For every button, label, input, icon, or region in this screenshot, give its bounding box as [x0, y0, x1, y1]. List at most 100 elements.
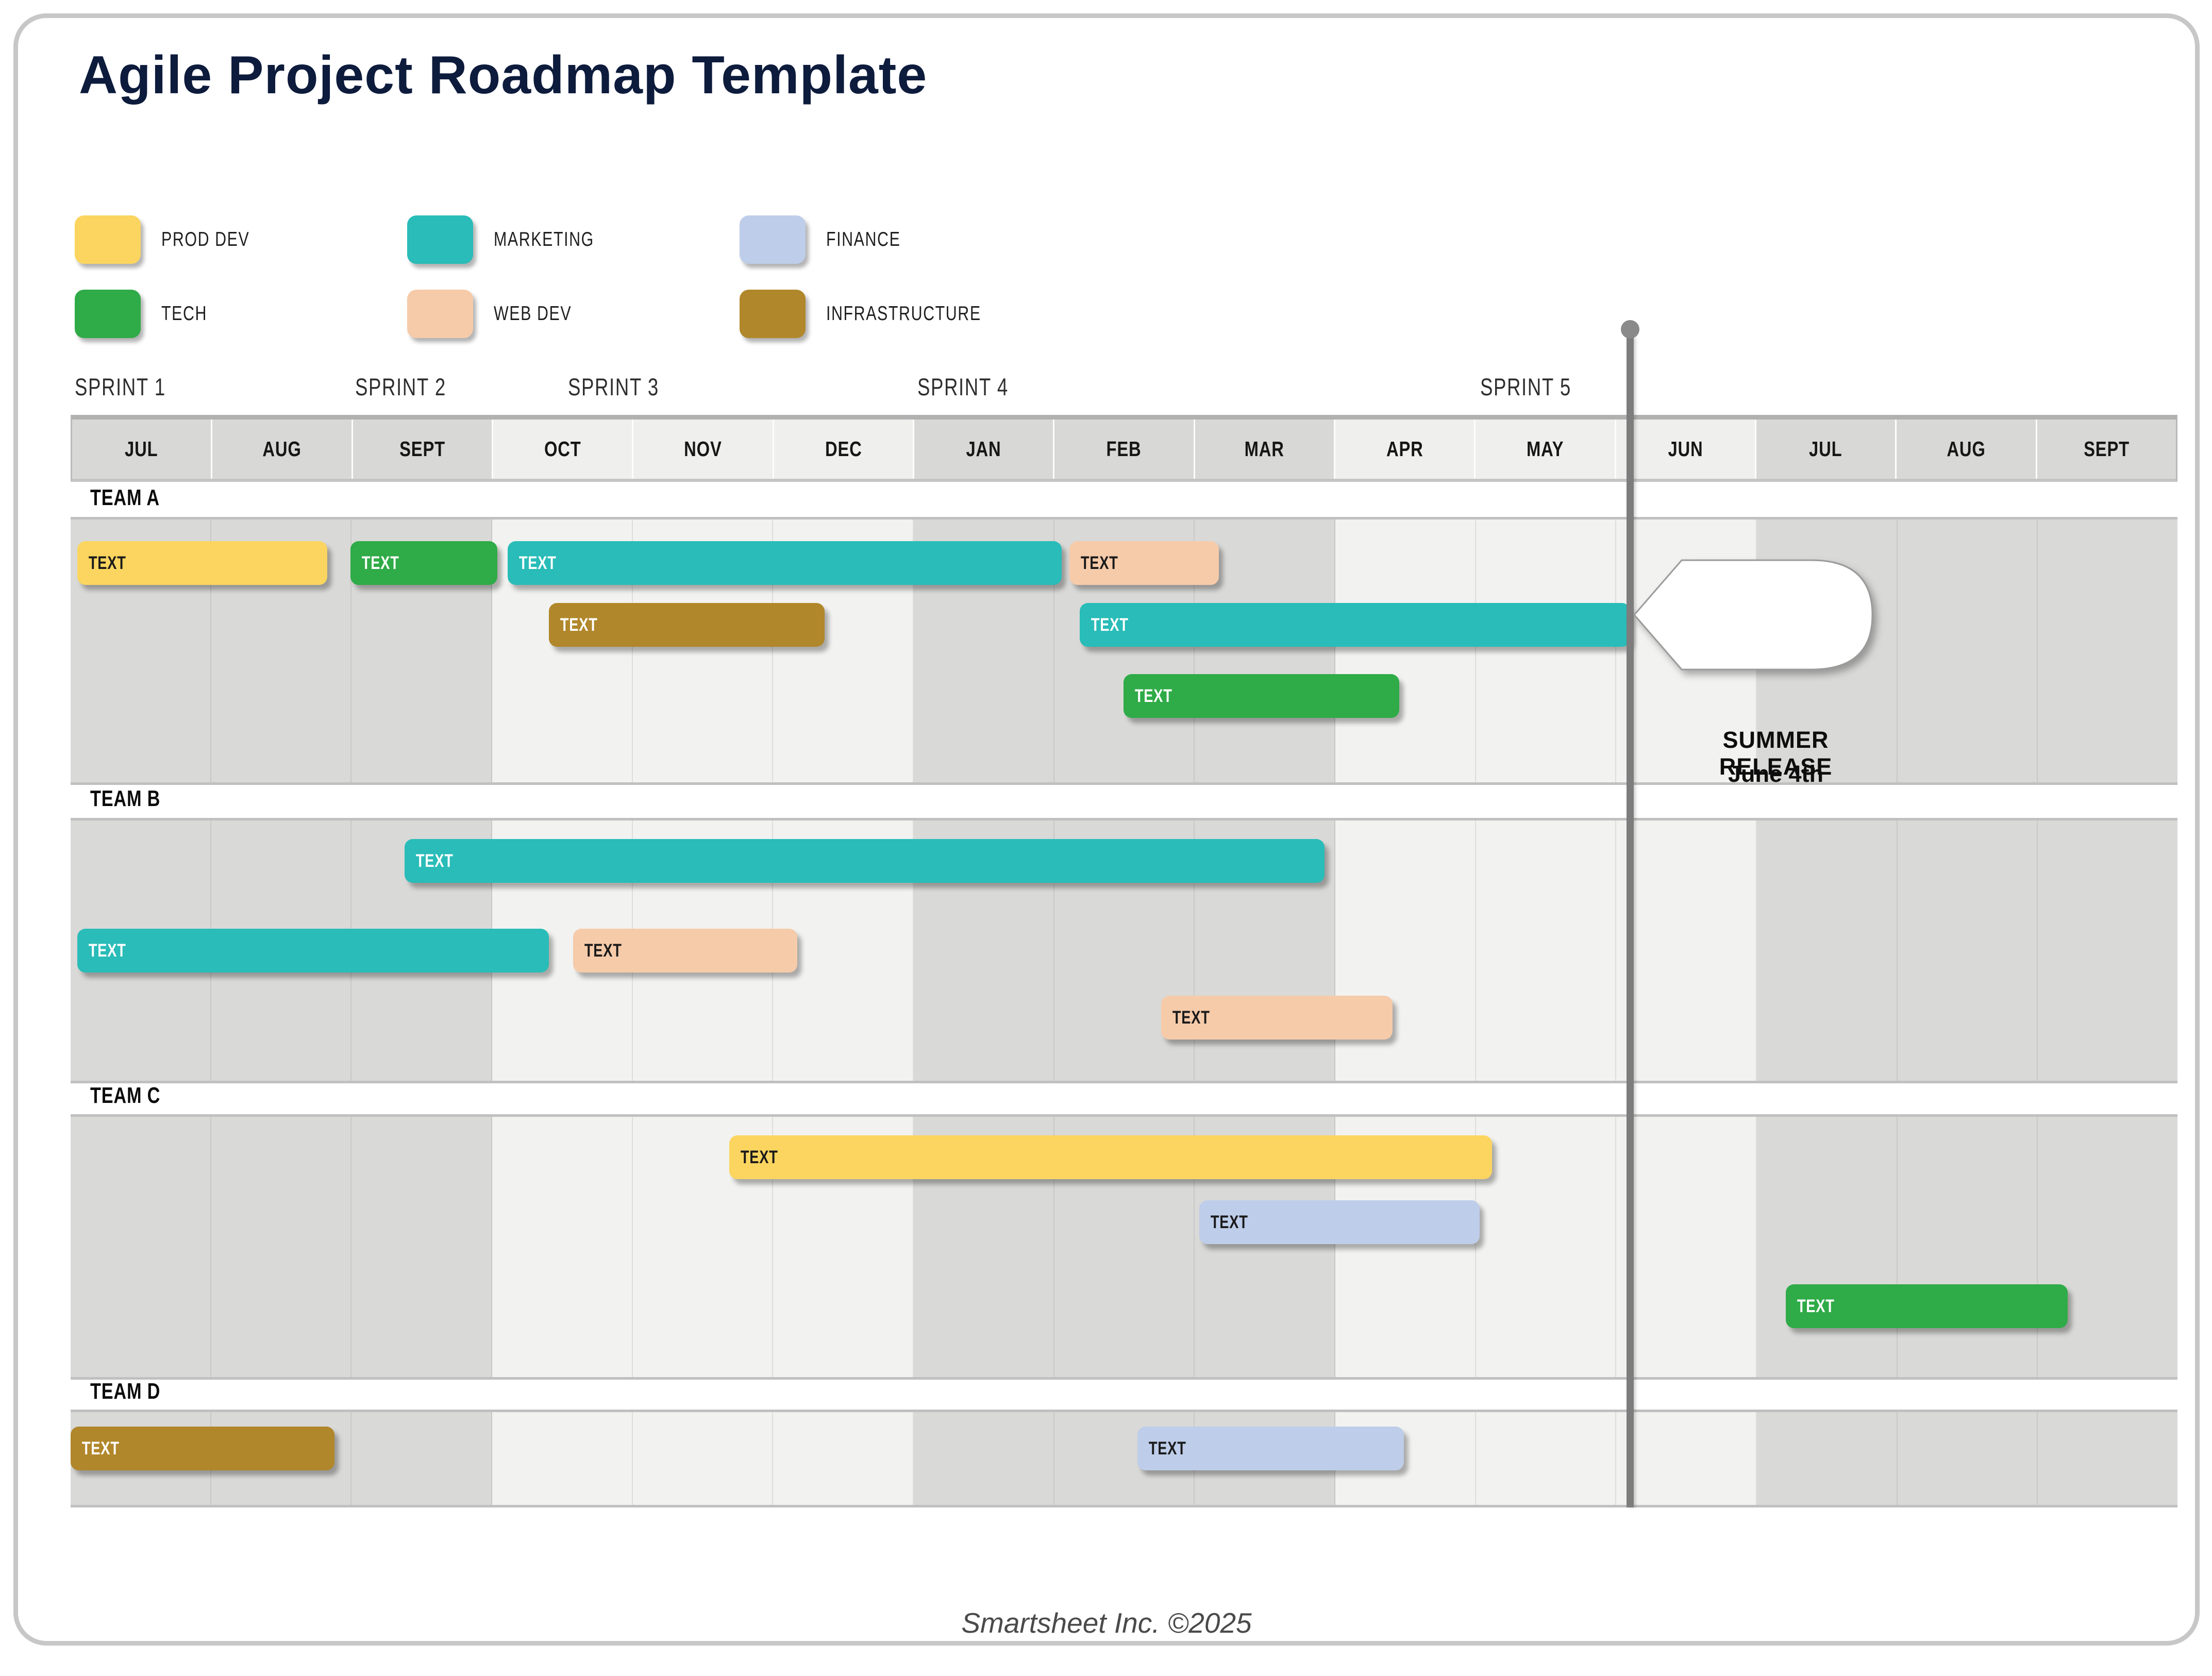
team-a-task-bar-web_dev[interactable]: TEXT: [1069, 541, 1219, 585]
release-timeline-line: [1626, 338, 1634, 1507]
column-stripe: [632, 1412, 774, 1505]
column-stripe: [71, 519, 211, 782]
task-bar-label: TEXT: [1210, 1212, 1248, 1232]
month-header-15-sept: SEPT: [2037, 420, 2176, 479]
column-stripe: [773, 1117, 914, 1377]
task-bar-label: TEXT: [518, 552, 557, 573]
column-stripe: [1335, 1117, 1476, 1377]
column-stripe: [1054, 1117, 1195, 1377]
column-stripe: [773, 519, 914, 782]
month-header-13-jul: JUL: [1756, 420, 1897, 479]
team-b-task-bar-web_dev[interactable]: TEXT: [1161, 996, 1393, 1040]
column-stripe: [492, 820, 633, 1081]
team-d-task-bar-infrastructure[interactable]: TEXT: [71, 1427, 334, 1470]
column-stripe: [1476, 820, 1617, 1081]
month-header-1-jul: JUL: [72, 420, 213, 479]
legend-item-marketing: MARKETING: [407, 215, 623, 264]
team-b-task-bar-web_dev[interactable]: TEXT: [573, 929, 797, 973]
column-stripe: [773, 820, 914, 1081]
team-a-task-bar-tech[interactable]: TEXT: [1124, 674, 1399, 718]
legend-label: PROD DEV: [161, 228, 250, 250]
web_dev-color-swatch: [407, 290, 473, 338]
team-b-band: TEXT TEXT TEXT TEXT: [71, 818, 2178, 1083]
column-stripe: [914, 820, 1054, 1081]
task-bar-label: TEXT: [88, 552, 126, 573]
column-stripe: [1757, 1117, 1898, 1377]
team-d-band: TEXT TEXT: [71, 1410, 2178, 1507]
column-stripe: [1897, 1412, 2038, 1505]
legend-item-tech: TECH: [75, 290, 220, 338]
team-a-task-bar-prod_dev[interactable]: TEXT: [77, 541, 327, 585]
team-d-column-stripes: [71, 1412, 2178, 1505]
column-stripe: [773, 1412, 914, 1505]
team-a-task-bar-infrastructure[interactable]: TEXT: [548, 603, 825, 647]
column-stripe: [2038, 1412, 2178, 1505]
column-stripe: [71, 1412, 211, 1505]
footer-credit: Smartsheet Inc. ©2025: [961, 1607, 1252, 1639]
column-stripe: [1335, 519, 1476, 782]
task-bar-label: TEXT: [1148, 1438, 1186, 1459]
team-c-task-bar-tech[interactable]: TEXT: [1786, 1284, 2068, 1328]
column-stripe: [1616, 820, 1757, 1081]
month-header-9-mar: MAR: [1195, 420, 1335, 479]
column-stripe: [71, 820, 211, 1081]
month-header-4-oct: OCT: [493, 420, 634, 479]
column-stripe: [914, 1412, 1054, 1505]
legend-label: MARKETING: [494, 228, 594, 250]
column-stripe: [211, 1412, 352, 1505]
legend-item-prod_dev: PROD DEV: [75, 215, 275, 264]
team-c-task-bar-prod_dev[interactable]: TEXT: [729, 1135, 1493, 1179]
finance-color-swatch: [740, 215, 806, 264]
column-stripe: [914, 519, 1054, 782]
page-title: Agile Project Roadmap Template: [79, 45, 928, 105]
team-b-column-stripes: [71, 820, 2178, 1081]
column-stripe: [492, 1412, 633, 1505]
column-stripe: [1054, 519, 1195, 782]
month-header-5-nov: NOV: [633, 420, 774, 479]
column-stripe: [1897, 820, 2038, 1081]
team-d-label: TEAM D: [90, 1379, 161, 1404]
callout-date: June 4th: [1728, 761, 1824, 787]
column-stripe: [1476, 1117, 1617, 1377]
column-stripe: [351, 1412, 493, 1505]
team-b-task-bar-marketing[interactable]: TEXT: [77, 929, 549, 973]
month-header-12-jun: JUN: [1616, 420, 1756, 479]
team-b-label: TEAM B: [90, 786, 161, 811]
column-stripe: [632, 1117, 774, 1377]
legend-label: INFRASTRUCTURE: [826, 303, 981, 325]
column-stripe: [1616, 1412, 1757, 1505]
task-bar-label: TEXT: [1135, 685, 1172, 706]
team-c-task-bar-finance[interactable]: TEXT: [1199, 1200, 1480, 1244]
column-stripe: [2038, 519, 2178, 782]
team-d-task-bar-finance[interactable]: TEXT: [1137, 1427, 1404, 1470]
task-bar-label: TEXT: [1091, 614, 1129, 635]
month-header-3-sept: SEPT: [353, 420, 493, 479]
task-bar-label: TEXT: [81, 1438, 120, 1459]
team-c-band: TEXT TEXT TEXT: [71, 1114, 2178, 1380]
month-header-14-aug: AUG: [1897, 420, 2037, 479]
team-a-task-bar-marketing[interactable]: TEXT: [507, 541, 1062, 585]
task-bar-label: TEXT: [415, 850, 454, 871]
column-stripe: [1476, 1412, 1617, 1505]
team-c-label: TEAM C: [90, 1083, 161, 1108]
column-stripe: [211, 1117, 352, 1377]
task-bar-label: TEXT: [1797, 1296, 1835, 1316]
column-stripe: [492, 1117, 633, 1377]
month-header-6-dec: DEC: [774, 420, 914, 479]
team-a-task-bar-tech[interactable]: TEXT: [350, 541, 497, 585]
task-bar-label: TEXT: [584, 940, 622, 961]
column-stripe: [211, 519, 352, 782]
legend-label: FINANCE: [826, 228, 901, 250]
column-stripe: [351, 820, 493, 1081]
roadmap-card: Agile Project Roadmap Template PROD DEV M…: [13, 13, 2200, 1646]
column-stripe: [1054, 1412, 1195, 1505]
sprint-label-2: SPRINT 2: [355, 373, 446, 400]
column-stripe: [492, 519, 633, 782]
column-stripe: [1335, 820, 1476, 1081]
column-stripe: [1054, 820, 1195, 1081]
summer-release-callout[interactable]: SUMMER RELEASE June 4th: [1630, 543, 1924, 787]
sprint-label-4: SPRINT 4: [917, 373, 1009, 400]
team-a-task-bar-marketing[interactable]: TEXT: [1080, 603, 1630, 647]
team-b-task-bar-marketing[interactable]: TEXT: [404, 839, 1325, 883]
